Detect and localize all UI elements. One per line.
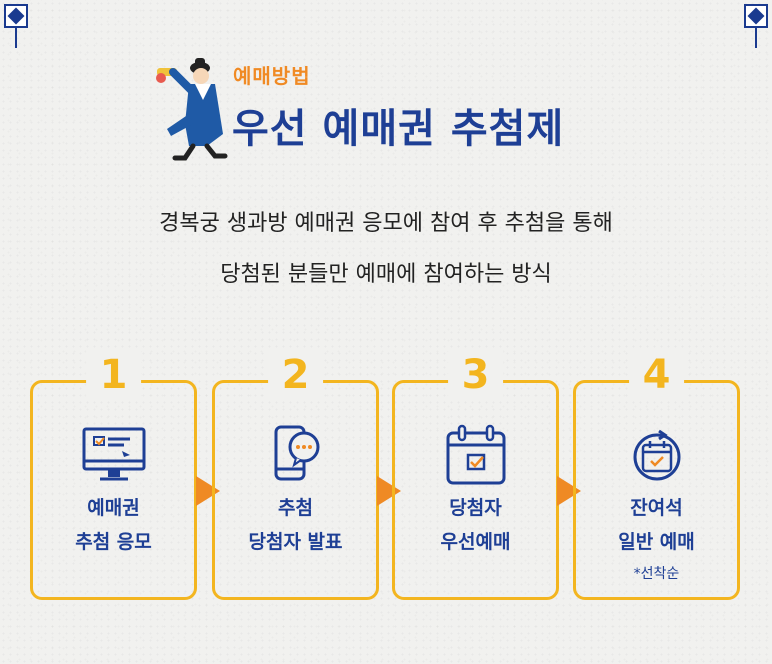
step-label: 추첨 당첨자 발표 bbox=[215, 491, 376, 559]
step-card-3: 3 당첨자 우선예매 bbox=[392, 350, 559, 600]
step-label-line-2: 당첨자 발표 bbox=[248, 531, 343, 553]
computer-monitor-icon bbox=[82, 427, 145, 481]
step-number: 4 bbox=[628, 350, 685, 400]
calendar-check-icon bbox=[446, 424, 505, 485]
step-label-line-1: 예매권 bbox=[87, 497, 140, 519]
section-subtitle: 예매방법 bbox=[233, 64, 311, 88]
corner-ornament-right bbox=[744, 4, 768, 28]
page-title: 우선 예매권 추첨제 bbox=[232, 106, 565, 152]
description-line-2: 당첨된 분들만 예매에 참여하는 방식 bbox=[220, 262, 552, 287]
step-card-2: 2 추첨 당첨자 발표 bbox=[212, 350, 379, 600]
step-label-line-1: 추첨 bbox=[278, 497, 313, 519]
step-number: 3 bbox=[447, 350, 504, 400]
first-come-note: *선착순 bbox=[633, 566, 680, 582]
arrow-right-icon bbox=[377, 476, 401, 506]
step-label: 예매권 추첨 응모 bbox=[33, 491, 194, 559]
corner-line-right bbox=[755, 28, 757, 48]
calendar-refresh-icon bbox=[633, 429, 680, 481]
corner-ornament-left bbox=[4, 4, 28, 28]
arrow-right-icon bbox=[557, 476, 581, 506]
arrow-right-icon bbox=[196, 476, 220, 506]
step-label-line-2: 일반 예매 bbox=[618, 531, 695, 553]
scholar-character-illustration bbox=[156, 58, 228, 161]
step-label-line-1: 잔여석 bbox=[630, 497, 683, 519]
step-number: 2 bbox=[267, 350, 324, 400]
step-card-1: 1 예매권 추첨 응모 bbox=[30, 350, 197, 600]
step-number: 1 bbox=[85, 350, 142, 400]
step-card-4: 4 잔여석 일반 예매 *선착순 bbox=[573, 350, 740, 600]
step-label: 잔여석 일반 예매 bbox=[576, 491, 737, 559]
step-label-line-2: 추첨 응모 bbox=[75, 531, 152, 553]
smartphone-chat-icon bbox=[274, 425, 319, 481]
step-label-line-1: 당첨자 bbox=[449, 497, 502, 519]
description-line-1: 경복궁 생과방 예매권 응모에 참여 후 추첨을 통해 bbox=[159, 211, 613, 236]
step-label: 당첨자 우선예매 bbox=[395, 491, 556, 559]
corner-line-left bbox=[15, 28, 17, 48]
step-label-line-2: 우선예매 bbox=[440, 531, 511, 553]
